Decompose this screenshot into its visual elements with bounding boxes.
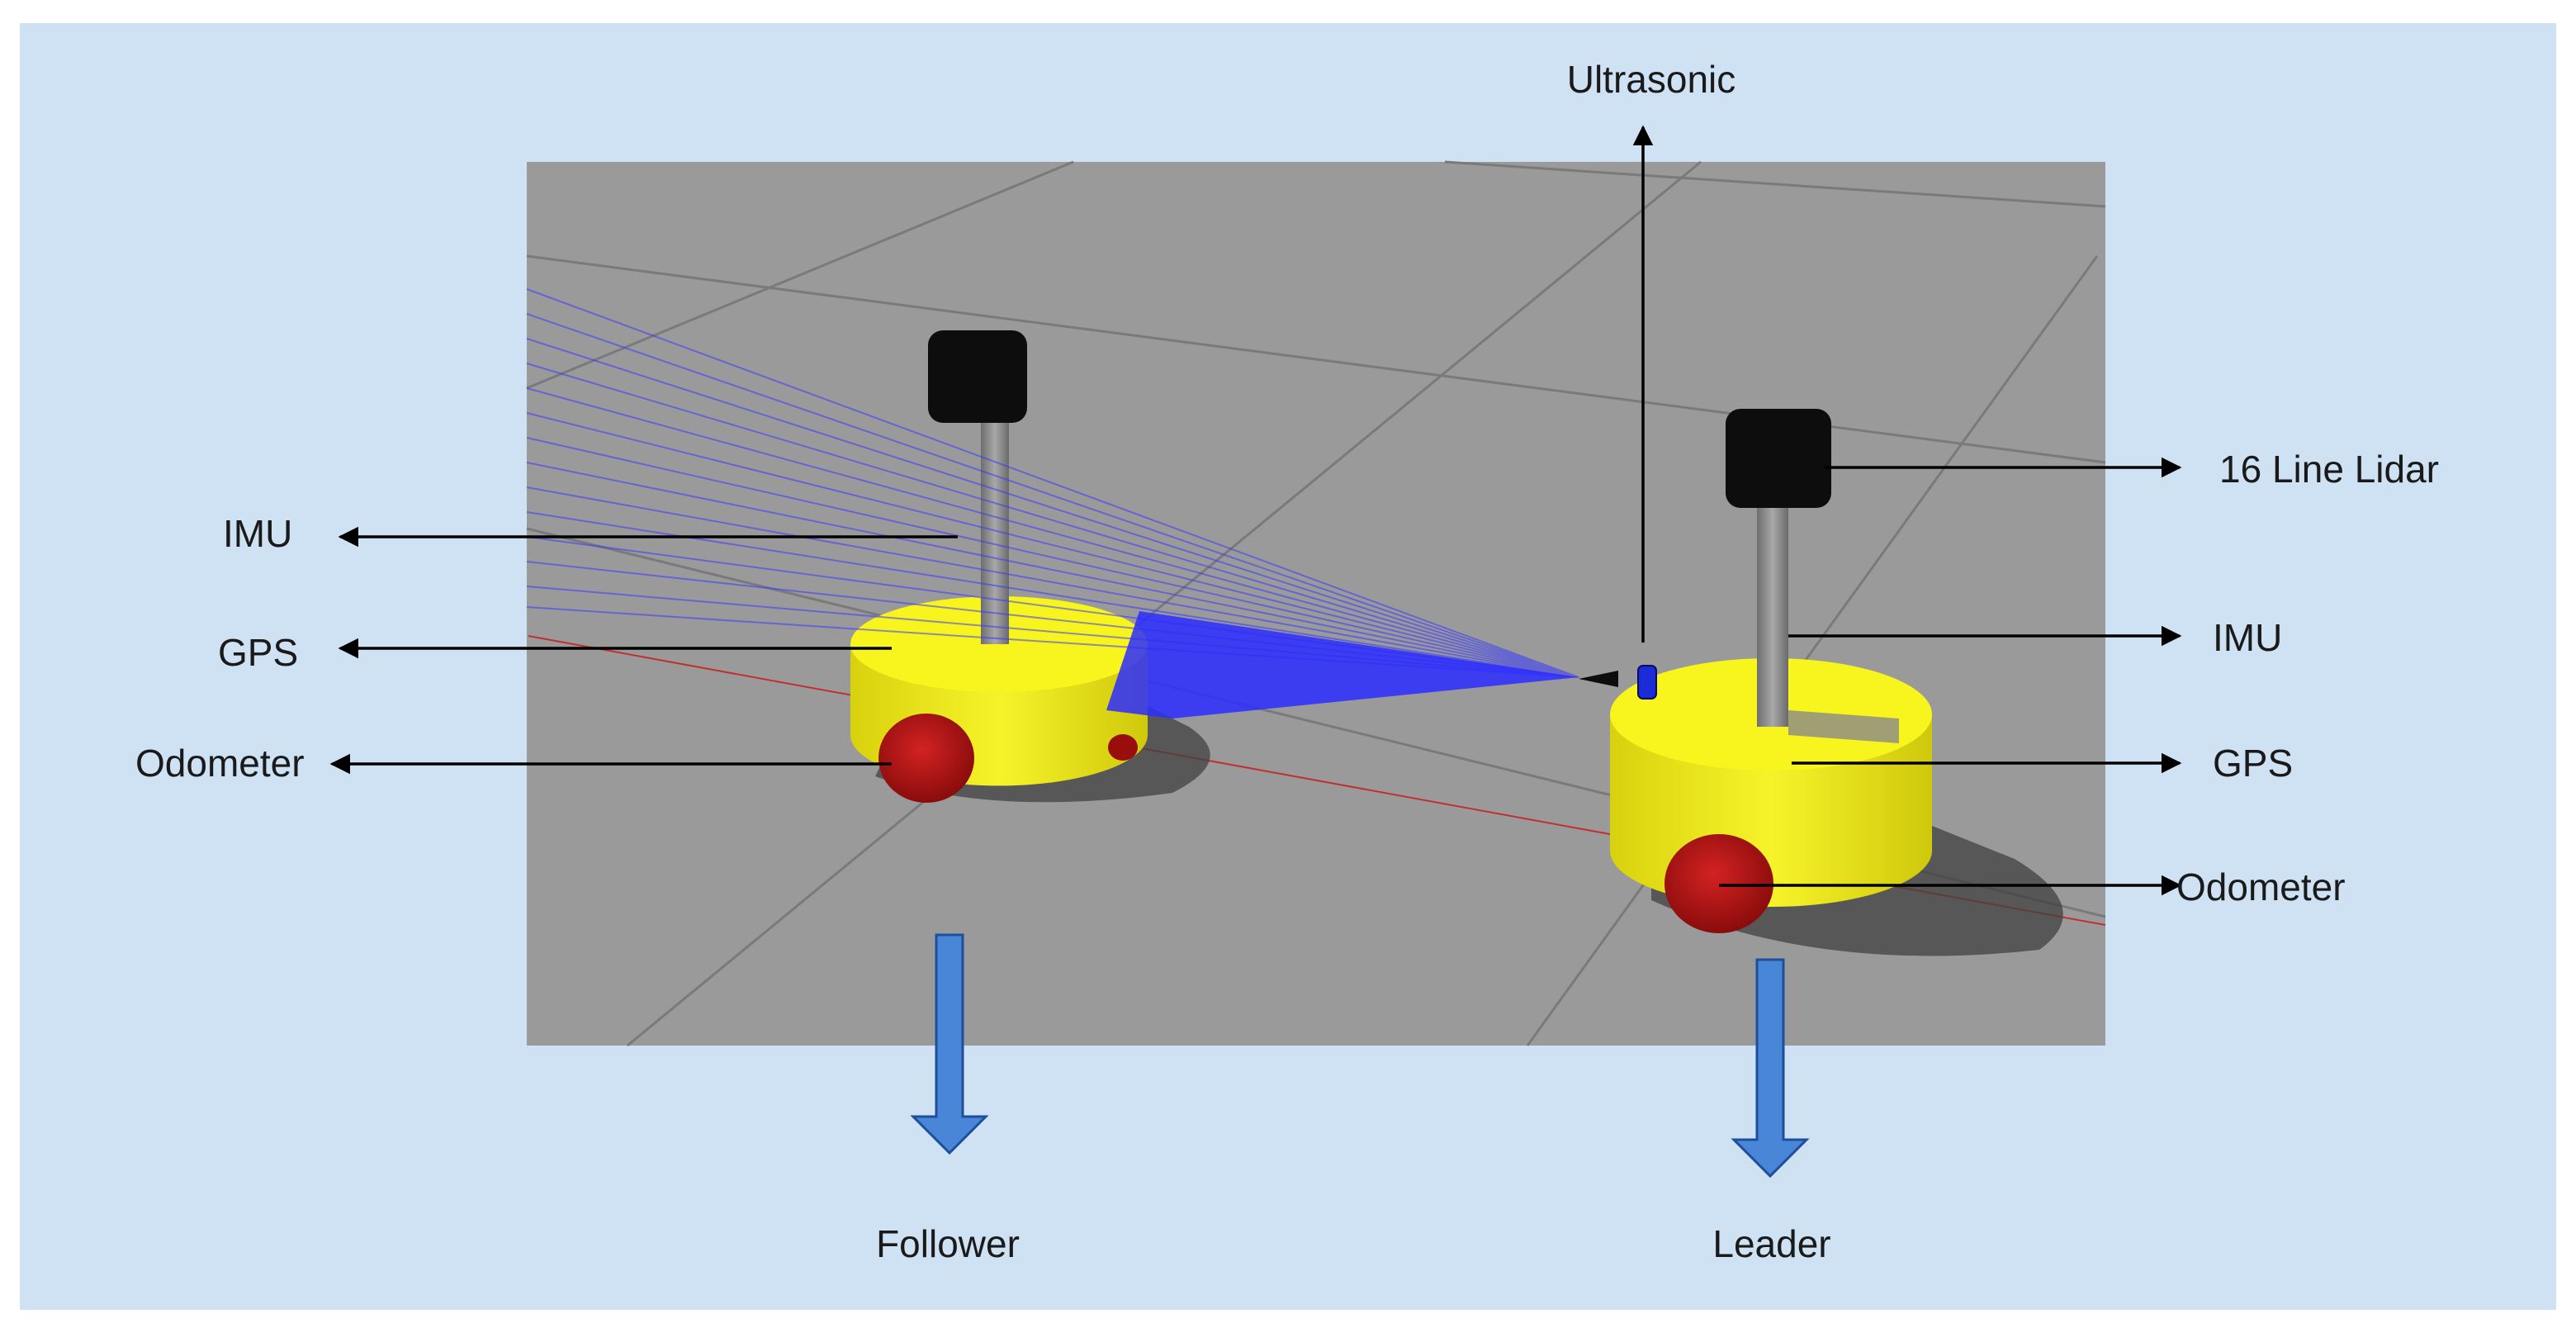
follower-wheel bbox=[878, 714, 974, 803]
leader-pole-shadow bbox=[1788, 710, 1899, 743]
leader-label: Leader bbox=[1712, 1222, 1830, 1265]
follower-lidar-head bbox=[928, 330, 1027, 423]
follower-robot bbox=[850, 330, 1148, 803]
follower-gps-label: GPS bbox=[218, 631, 298, 674]
simulation-scene bbox=[526, 160, 2106, 1047]
follower-imu-label: IMU bbox=[223, 512, 292, 555]
lidar-beam-tip bbox=[1579, 671, 1618, 687]
lidar-label: 16 Line Lidar bbox=[2219, 448, 2439, 491]
follower-down-arrow bbox=[910, 933, 989, 1155]
lidar-beams bbox=[526, 288, 1579, 678]
leader-wheel bbox=[1664, 834, 1773, 933]
leader-gps-label: GPS bbox=[2213, 742, 2293, 785]
annotation-arrows bbox=[329, 125, 2182, 896]
leader-imu-label: IMU bbox=[2213, 616, 2282, 659]
leader-down-arrow bbox=[1731, 958, 1810, 1179]
follower-odometer-label: Odometer bbox=[135, 742, 305, 785]
follower-label: Follower bbox=[876, 1222, 1020, 1265]
ultrasonic-label: Ultrasonic bbox=[1567, 58, 1736, 101]
leader-odometer-label: Odometer bbox=[2176, 866, 2346, 908]
ultrasonic-sensor bbox=[1637, 665, 1657, 700]
lidar-beam-fill bbox=[1106, 611, 1579, 719]
follower-wheel-far bbox=[1108, 734, 1138, 761]
leader-lidar-head bbox=[1726, 409, 1831, 508]
leader-pole bbox=[1757, 504, 1788, 727]
